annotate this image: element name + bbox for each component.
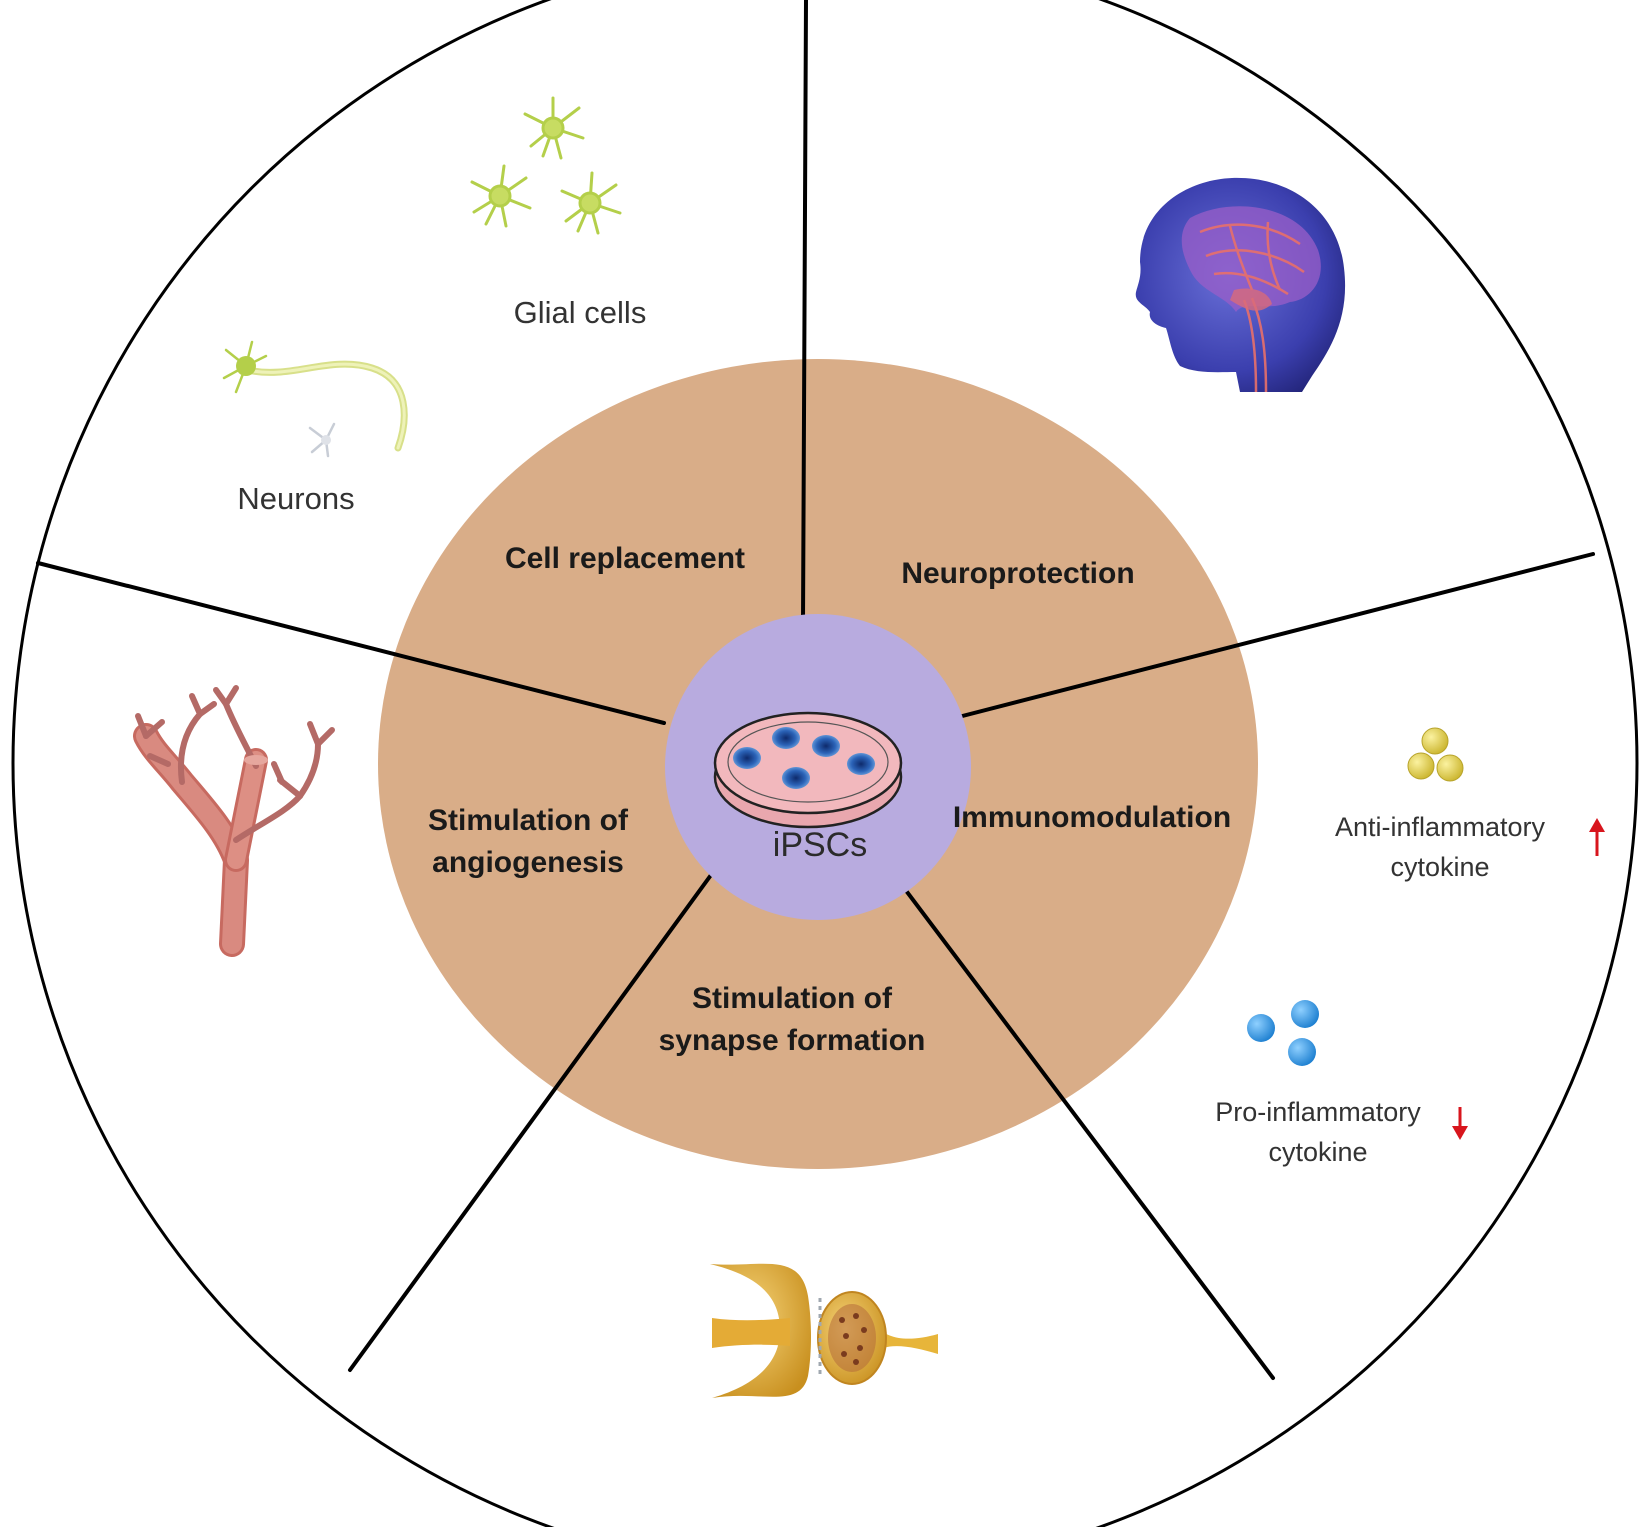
divider-right: [941, 552, 1595, 723]
label-anti-line2: cytokine: [1390, 852, 1489, 882]
core-label: iPSCs: [773, 826, 867, 864]
label-pro-line2: cytokine: [1268, 1137, 1367, 1167]
divider-bottom-left: [348, 862, 721, 1372]
brain-head-icon: [1135, 177, 1346, 393]
stem-cell: [772, 727, 800, 749]
stem-cell: [733, 747, 761, 769]
synapse-icon: [710, 1263, 938, 1398]
divider-bottom-right: [887, 866, 1275, 1380]
stem-cell: [847, 753, 875, 775]
arrow-up-icon: [1589, 818, 1605, 856]
glial-cell-icon: [470, 96, 622, 235]
pro-inflammatory-cytokine-icon: [1247, 1000, 1319, 1066]
petri-dish-icon: [713, 711, 903, 829]
label-neuroprotection: Neuroprotection: [901, 557, 1134, 590]
stem-cell: [782, 767, 810, 789]
label-pro-line1: Pro-inflammatory: [1215, 1097, 1421, 1127]
stem-cell: [812, 735, 840, 757]
anti-inflammatory-cytokine-icon: [1407, 727, 1464, 782]
neuron-icon: [222, 340, 408, 458]
divider-top: [801, 0, 808, 624]
label-synapse-line1: Stimulation of: [692, 982, 893, 1015]
sector-dividers: [36, 0, 1595, 1380]
label-glial-cells: Glial cells: [514, 295, 647, 330]
label-anti-line1: Anti-inflammatory: [1335, 812, 1546, 842]
blood-vessel-icon: [133, 685, 335, 957]
label-immunomodulation: Immunomodulation: [953, 801, 1231, 834]
label-cell-replacement: Cell replacement: [505, 542, 745, 575]
label-angio-line2: angiogenesis: [432, 846, 624, 879]
label-neurons: Neurons: [237, 481, 354, 516]
label-angio-line1: Stimulation of: [428, 804, 629, 837]
arrow-down-icon: [1452, 1107, 1468, 1140]
label-synapse-line2: synapse formation: [659, 1024, 926, 1057]
divider-left: [36, 561, 666, 725]
